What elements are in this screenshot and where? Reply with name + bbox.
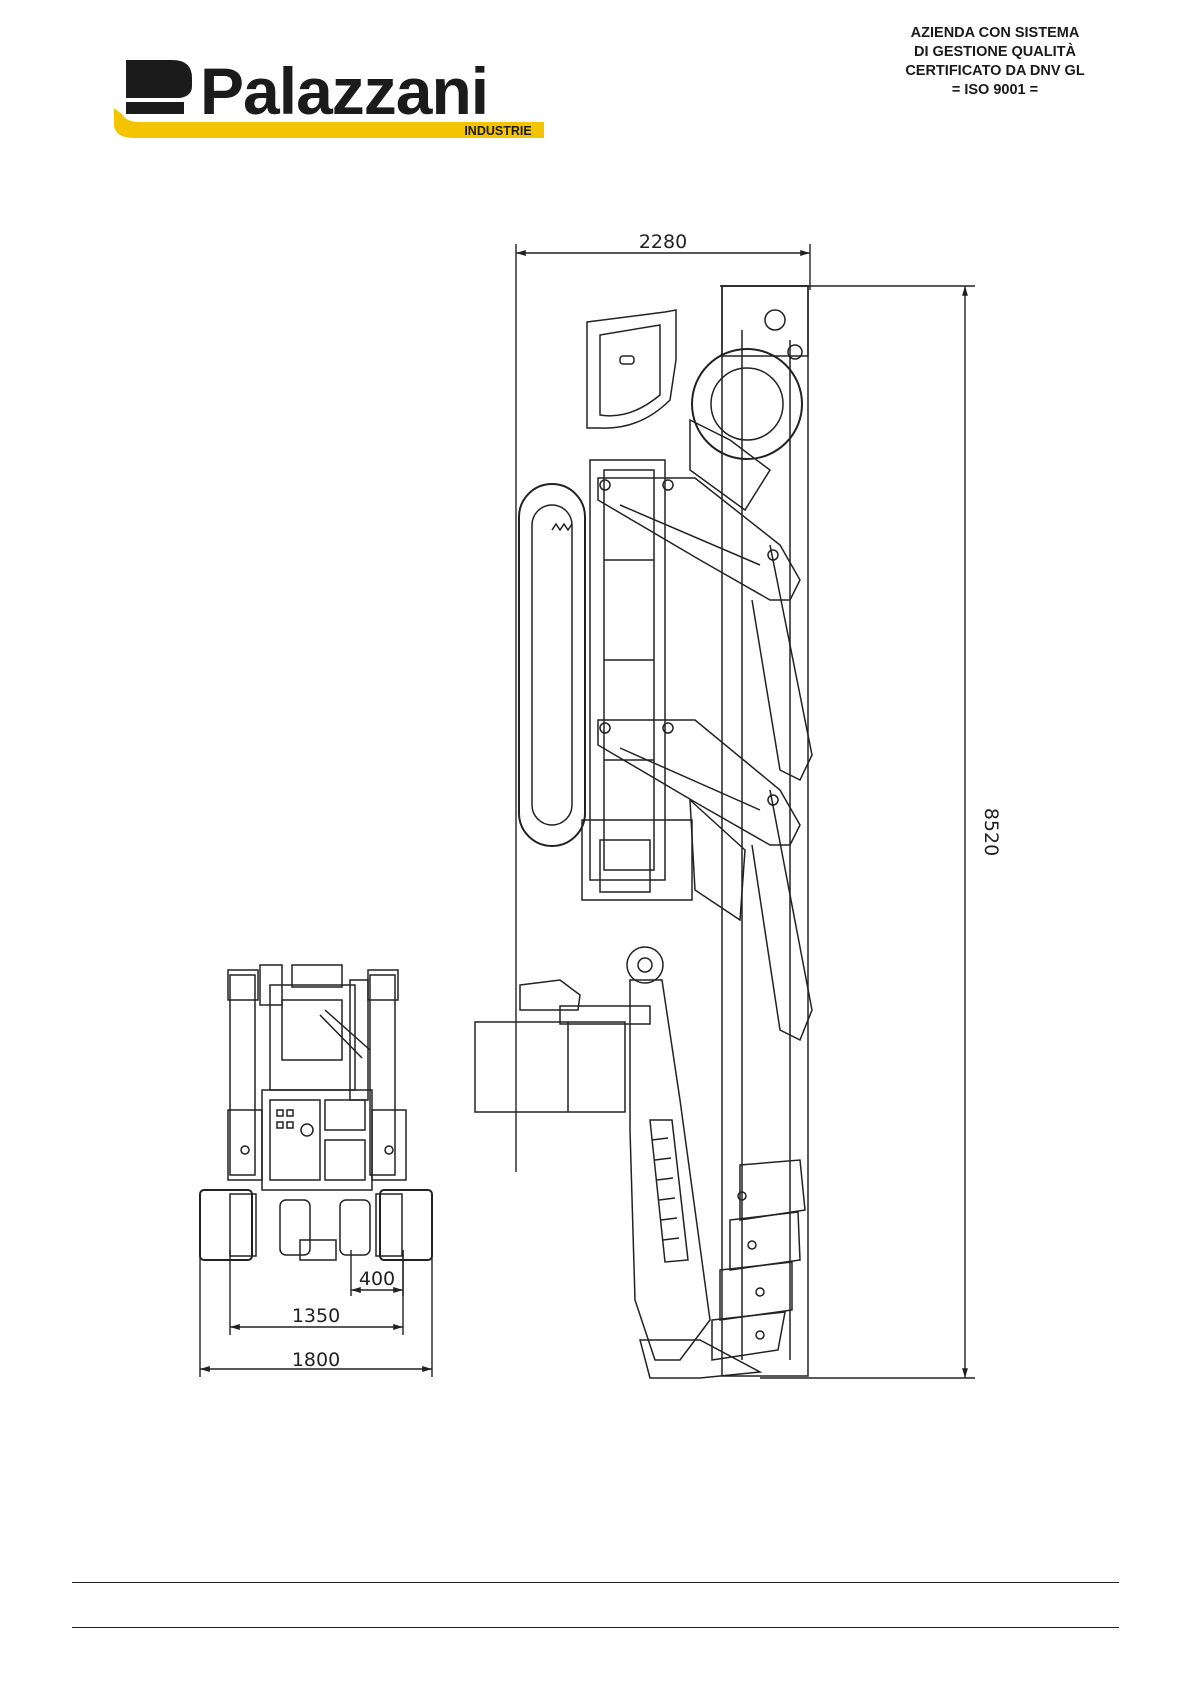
side-width-dimension (516, 244, 810, 1172)
side-view-machine (475, 286, 812, 1378)
footer-rule-bottom (72, 1627, 1119, 1628)
side-length-dimension (720, 286, 975, 1378)
dim-8520: 8520 (980, 808, 1002, 856)
front-view-machine (200, 965, 432, 1260)
dim-2280: 2280 (639, 231, 687, 253)
dim-1800: 1800 (292, 1349, 340, 1371)
footer-rule-top (72, 1582, 1119, 1583)
dim-400: 400 (359, 1268, 395, 1290)
dim-1350: 1350 (292, 1305, 340, 1327)
